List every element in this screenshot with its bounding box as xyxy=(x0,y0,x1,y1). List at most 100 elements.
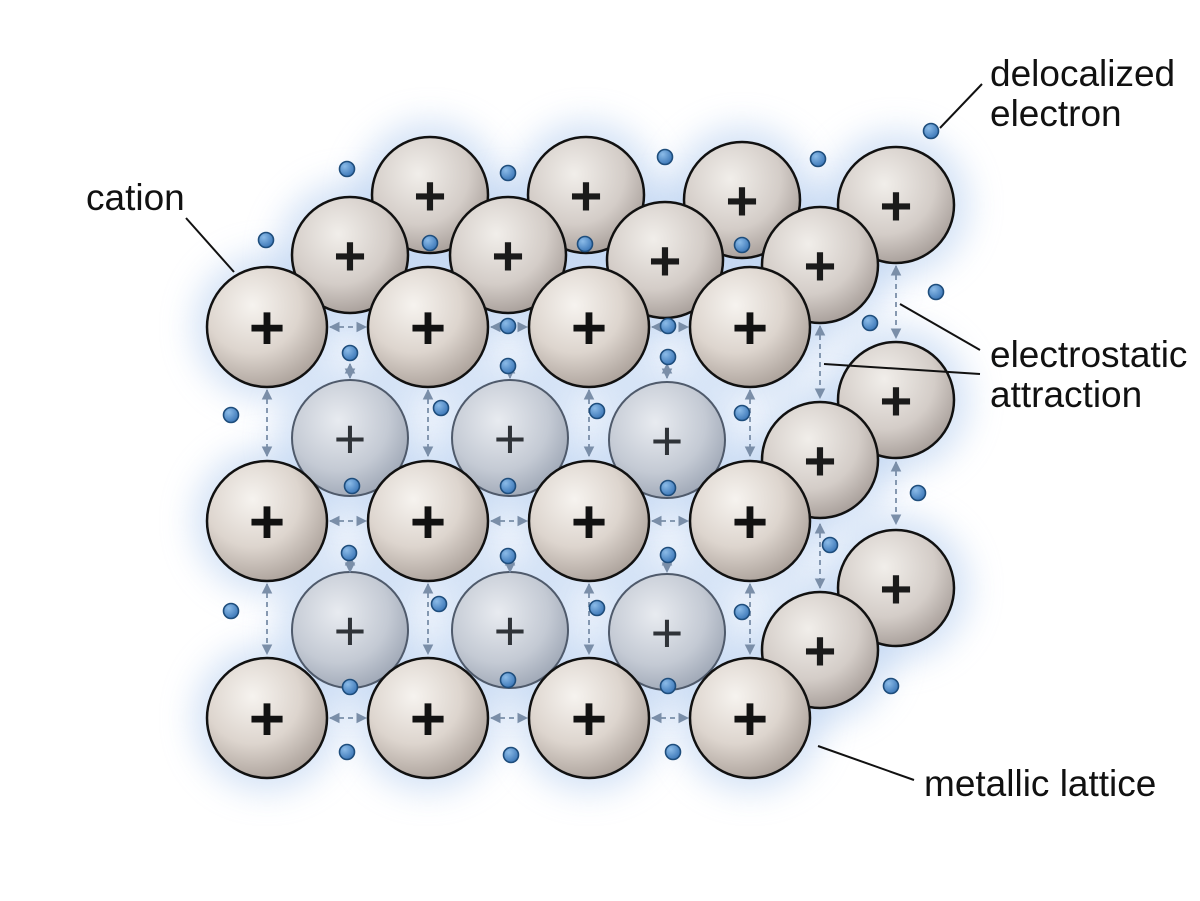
electron xyxy=(499,317,517,335)
positive-charge-symbol: + xyxy=(571,294,607,363)
electron xyxy=(659,677,677,695)
cation-back-body xyxy=(608,381,726,499)
electron xyxy=(927,283,945,301)
cation: + xyxy=(205,656,329,780)
cation-upper: + xyxy=(290,195,410,315)
positive-charge-symbol: + xyxy=(414,164,447,227)
positive-charge-symbol: + xyxy=(651,409,684,472)
positive-charge-symbol: + xyxy=(334,407,367,470)
positive-charge-symbol: + xyxy=(804,429,837,492)
electron xyxy=(222,406,240,424)
cation-back: + xyxy=(608,573,726,691)
positive-charge-symbol: + xyxy=(410,685,446,754)
delocalized-electrons xyxy=(222,122,945,764)
cation: + xyxy=(688,459,812,583)
electron xyxy=(659,479,677,497)
cation-back: + xyxy=(291,571,409,689)
electron xyxy=(430,595,448,613)
delocalized-electron-label-line-1: delocalized xyxy=(990,53,1175,94)
cation-body xyxy=(688,265,812,389)
delocalized-electron-leader-line xyxy=(939,83,983,129)
electron xyxy=(341,678,359,696)
cation-back-body xyxy=(291,379,409,497)
electron xyxy=(499,164,517,182)
positive-charge-symbol: + xyxy=(649,229,682,292)
electron xyxy=(659,546,677,564)
delocalized-electron-label-line-2: electron xyxy=(990,93,1122,134)
positive-charge-symbol: + xyxy=(732,294,768,363)
metallic-lattice-leader-line xyxy=(817,745,915,781)
electron xyxy=(341,344,359,362)
electron xyxy=(432,399,450,417)
positive-charge-symbol: + xyxy=(726,169,759,232)
cation-body xyxy=(205,265,329,389)
cation-body xyxy=(688,656,812,780)
electron xyxy=(861,314,879,332)
cation-body xyxy=(688,459,812,583)
positive-charge-symbol: + xyxy=(732,685,768,754)
positive-charge-symbol: + xyxy=(732,488,768,557)
electrostatic-attraction-label-line-2: attraction xyxy=(990,374,1142,415)
positive-charge-symbol: + xyxy=(880,369,913,432)
positive-charge-symbol: + xyxy=(804,234,837,297)
cation-back: + xyxy=(291,379,409,497)
electron xyxy=(733,603,751,621)
positive-charge-symbol: + xyxy=(410,294,446,363)
cation: + xyxy=(205,459,329,583)
cation: + xyxy=(527,459,651,583)
positive-charge-symbol: + xyxy=(804,619,837,682)
electron xyxy=(502,746,520,764)
cation-body xyxy=(205,656,329,780)
cation-body xyxy=(366,459,490,583)
cation-upper-body xyxy=(290,195,410,315)
electron xyxy=(733,404,751,422)
electrostatic-attraction-label: electrostatic attraction xyxy=(990,334,1198,415)
electron xyxy=(659,317,677,335)
electron xyxy=(588,599,606,617)
cation-back-body xyxy=(451,379,569,497)
electron xyxy=(588,402,606,420)
electron xyxy=(659,348,677,366)
positive-charge-symbol: + xyxy=(494,599,527,662)
positive-charge-symbol: + xyxy=(410,488,446,557)
electron xyxy=(338,743,356,761)
electrostatic-attraction-label-line-1: electrostatic xyxy=(990,334,1187,375)
electron xyxy=(343,477,361,495)
cation-body xyxy=(366,656,490,780)
electron xyxy=(664,743,682,761)
positive-charge-symbol: + xyxy=(880,557,913,620)
electron xyxy=(882,677,900,695)
cation-body xyxy=(527,459,651,583)
cation: + xyxy=(688,656,812,780)
electron xyxy=(922,122,940,140)
cation: + xyxy=(205,265,329,389)
cation: + xyxy=(366,459,490,583)
annotations: cation delocalized electron electrostati… xyxy=(86,53,1198,804)
electron xyxy=(499,477,517,495)
electron xyxy=(909,484,927,502)
positive-charge-symbol: + xyxy=(249,488,285,557)
back-cation-layer: ++++++ xyxy=(291,379,726,691)
cation-body xyxy=(527,265,651,389)
electron xyxy=(338,160,356,178)
electron xyxy=(499,547,517,565)
cation: + xyxy=(527,656,651,780)
cation-upper: + xyxy=(448,195,568,315)
electron xyxy=(222,602,240,620)
cation-body xyxy=(205,459,329,583)
cation-upper-body xyxy=(448,195,568,315)
positive-charge-symbol: + xyxy=(334,599,367,662)
positive-charge-symbol: + xyxy=(570,164,603,227)
electron xyxy=(576,235,594,253)
positive-charge-symbol: + xyxy=(571,488,607,557)
metallic-lattice-label: metallic lattice xyxy=(924,763,1156,804)
cation-body xyxy=(366,265,490,389)
cation-upper: + xyxy=(526,135,646,255)
cation-label: cation xyxy=(86,177,185,218)
cation: + xyxy=(366,656,490,780)
delocalized-electron-label: delocalized electron xyxy=(990,53,1185,134)
electron xyxy=(257,231,275,249)
positive-charge-symbol: + xyxy=(571,685,607,754)
positive-charge-symbol: + xyxy=(880,174,913,237)
